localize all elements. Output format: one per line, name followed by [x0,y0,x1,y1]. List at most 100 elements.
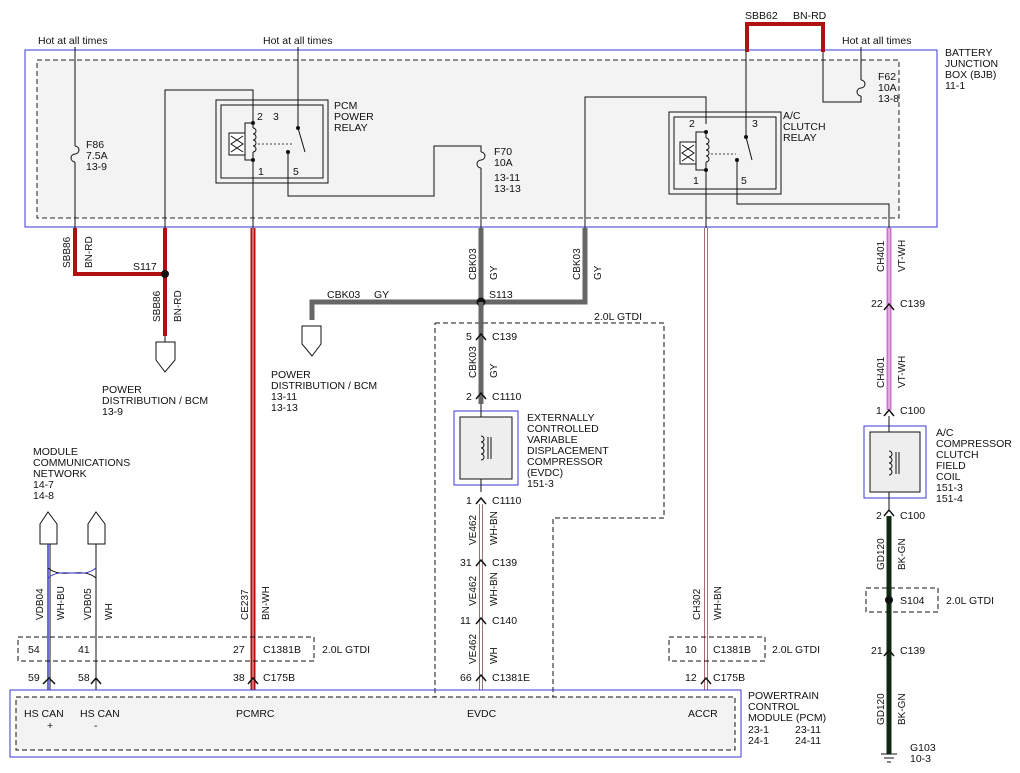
hot-label-left: Hot at all times [38,35,107,47]
svg-text:1: 1 [466,495,472,507]
evdc-coil-icon [480,435,492,461]
svg-text:2: 2 [466,391,472,403]
svg-text:BN-WH: BN-WH [261,586,272,620]
svg-text:C139: C139 [900,298,925,310]
pcm-relay-coil-icon [228,132,246,156]
svg-text:POWERTRAIN: POWERTRAIN [748,690,819,702]
svg-text:GY: GY [489,265,500,280]
f62-amp: 10A [878,82,897,94]
svg-text:C175B: C175B [263,672,295,684]
evdc-inner-box [459,416,513,480]
f62-name: F62 [878,71,896,83]
c1381b-right-box [668,636,766,662]
svg-text:WH-BN: WH-BN [489,572,500,606]
svg-text:5: 5 [466,331,472,343]
f86-ref: 13-9 [86,161,107,173]
svg-text:C139: C139 [492,557,517,569]
svg-text:C100: C100 [900,405,925,417]
pcm-inner-box [15,696,736,751]
svg-text:54: 54 [28,644,40,656]
svg-text:COIL: COIL [936,471,961,483]
c1381b-left-box [17,636,315,662]
svg-text:BATTERY: BATTERY [945,47,992,59]
ac-relay-outer [668,111,782,195]
svg-text:WH: WH [489,647,500,664]
svg-text:1: 1 [876,405,882,417]
svg-text:C1110: C1110 [492,495,522,507]
svg-text:C1110: C1110 [492,391,522,403]
svg-text:CLUTCH: CLUTCH [936,449,979,461]
ground-icon [881,753,897,763]
svg-text:23-1: 23-1 [748,724,769,736]
f70-name: F70 [494,146,512,158]
svg-text:CONTROLLED: CONTROLLED [527,423,599,435]
svg-text:WH-BN: WH-BN [489,511,500,545]
f86-amp: 7.5A [86,150,108,162]
svg-text:CH302: CH302 [692,588,703,620]
svg-text:C175B: C175B [713,672,745,684]
svg-text:C100: C100 [900,510,925,522]
svg-text:BN-RD: BN-RD [84,236,95,268]
svg-text:151-4: 151-4 [936,493,963,505]
svg-text:1: 1 [693,175,699,187]
sbb62-circuit: SBB62 [745,10,778,22]
svg-text:CONTROL: CONTROL [748,701,799,713]
svg-text:COMMUNICATIONS: COMMUNICATIONS [33,457,130,469]
svg-text:NETWORK: NETWORK [33,468,87,480]
svg-text:GD120: GD120 [876,693,887,725]
svg-text:2.0L GTDI: 2.0L GTDI [322,644,370,656]
svg-text:66: 66 [460,672,472,684]
connector-c139-22: 22 C139 [871,298,925,311]
svg-text:C139: C139 [900,645,925,657]
svg-text:BN-RD: BN-RD [173,290,184,322]
pcm-relay-inner [220,104,324,179]
svg-text:GD120: GD120 [876,538,887,570]
svg-text:VE462: VE462 [468,576,479,606]
hot-label-middle: Hot at all times [263,35,332,47]
f86-name: F86 [86,139,104,151]
svg-text:VE462: VE462 [468,515,479,545]
svg-text:151-3: 151-3 [936,482,963,494]
connector-c139-21: 21 C139 [871,645,925,657]
svg-text:13-11: 13-11 [271,391,297,403]
svg-text:MODULE (PCM): MODULE (PCM) [748,712,826,724]
svg-text:22: 22 [871,298,883,310]
svg-text:3: 3 [752,118,758,130]
splice-s117 [161,270,169,278]
f70-amp: 10A [494,157,513,169]
gtdi-region-middle [434,322,665,736]
mcn-label: MODULE COMMUNICATIONS NETWORK 14-7 14-8 [33,446,130,502]
svg-text:2.0L GTDI: 2.0L GTDI [594,311,642,323]
ac-relay-inner [673,116,777,190]
svg-text:BOX (BJB): BOX (BJB) [945,69,996,81]
svg-text:C1381B: C1381B [713,644,751,656]
svg-text:BK-GN: BK-GN [897,693,908,725]
s104-box [865,587,939,613]
svg-text:VE462: VE462 [468,634,479,664]
power-dist-connector-mid [301,325,322,357]
f70-ref1: 13-11 [494,172,520,184]
svg-text:SBB86: SBB86 [152,290,163,322]
connector-c1110-1: 1 C1110 [466,495,522,507]
pcm-pin-hscan-minus: HS CAN [80,708,120,720]
mcn-connector-plus [39,511,58,545]
svg-text:(EVDC): (EVDC) [527,467,563,479]
svg-text:13-13: 13-13 [271,402,298,414]
svg-text:3: 3 [273,111,279,123]
pcm-pin-hscan-plus: HS CAN [24,708,64,720]
svg-text:11-1: 11-1 [945,80,965,92]
svg-text:CE237: CE237 [240,589,251,620]
ac-relay-label: A/C [783,110,801,122]
fuse-f86-icon [70,145,80,163]
pcm-outer-box [9,689,742,758]
ground-ref: 10-3 [910,753,931,765]
svg-text:2.0L GTDI: 2.0L GTDI [946,595,994,607]
svg-text:13-9: 13-9 [102,406,123,418]
evdc-label: EXTERNALLY CONTROLLED VARIABLE DISPLACEM… [527,412,609,490]
svg-text:EXTERNALLY: EXTERNALLY [527,412,595,424]
svg-text:CLUTCH: CLUTCH [783,121,826,133]
svg-text:24-1: 24-1 [748,735,769,747]
svg-text:MODULE: MODULE [33,446,78,458]
svg-text:SBB86: SBB86 [62,236,73,268]
